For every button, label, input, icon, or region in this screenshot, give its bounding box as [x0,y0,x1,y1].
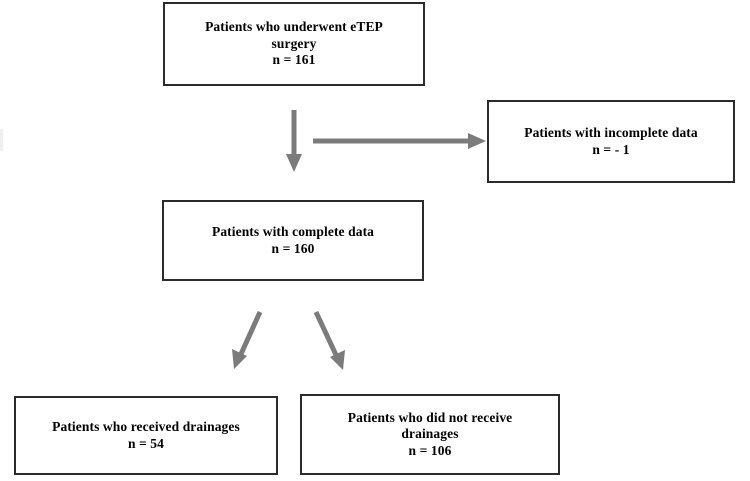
arrow-complete-to-nodrainages [313,310,345,370]
node-patients-underwent-etep: Patients who underwent eTEP surgery n = … [163,2,425,86]
node-patients-underwent-etep-label: Patients who underwent eTEP surgery n = … [205,19,383,68]
scan-edge-artifact [0,129,3,151]
node-patients-incomplete-data: Patients with incomplete data n = - 1 [487,100,735,183]
arrow-complete-to-drainages [232,310,263,369]
node-patients-no-drainages: Patients who did not receive drainages n… [300,394,560,475]
arrow-etep-to-incomplete [313,133,486,149]
node-patients-incomplete-data-label: Patients with incomplete data n = - 1 [524,125,698,157]
node-patients-complete-data-label: Patients with complete data n = 160 [211,224,375,256]
node-patients-received-drainages: Patients who received drainages n = 54 [14,396,278,475]
node-patients-complete-data: Patients with complete data n = 160 [162,200,424,281]
node-patients-no-drainages-label: Patients who did not receive drainages n… [347,409,513,458]
node-patients-received-drainages-label: Patients who received drainages n = 54 [52,419,240,451]
arrow-etep-to-complete [286,110,302,172]
